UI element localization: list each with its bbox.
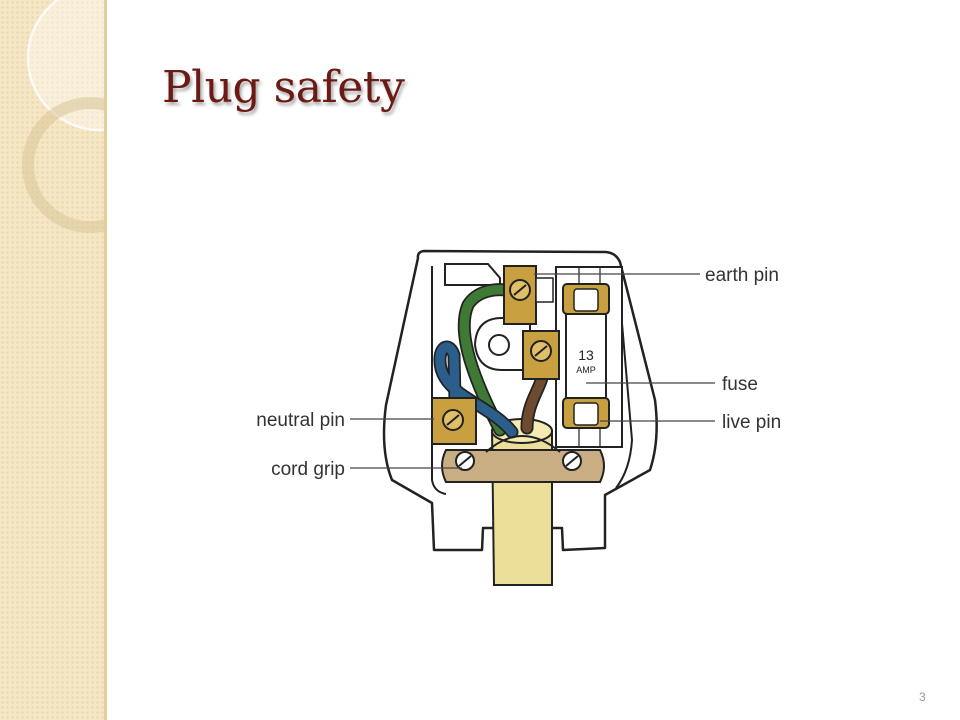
fuse-rating-number: 13: [578, 347, 594, 363]
cord-grip-label: cord grip: [271, 459, 345, 480]
neutral-pin-label: neutral pin: [256, 410, 345, 431]
plug-inner-wall: [431, 266, 447, 495]
side-decoration-panel: [0, 0, 107, 720]
earth-pin-housing: [444, 263, 501, 286]
plug-inner-wall-right: [595, 267, 634, 489]
page-number: 3: [919, 690, 926, 704]
fuse-cap-top-inner: [573, 288, 599, 312]
fuse-label: fuse: [722, 374, 758, 395]
cord-grip-saddle: [485, 435, 561, 453]
neutral-wire-blue-fill: [435, 342, 517, 437]
earth-wire-green-fill: [459, 284, 520, 435]
decorative-rings: [22, 0, 104, 233]
slide-title: Plug safety: [162, 62, 405, 113]
earth-terminal-clamp: [535, 277, 554, 303]
live-pin-label: live pin: [722, 412, 781, 433]
decorative-ring-small: [22, 97, 104, 233]
fuse-rating-unit: AMP: [576, 365, 596, 375]
screw-hole: [488, 334, 510, 356]
cable-sheath: [490, 419, 553, 586]
fuse-cap-bottom-inner: [573, 402, 599, 426]
live-wire-brown-fill: [522, 373, 547, 433]
earth-pin-label: earth pin: [705, 265, 779, 286]
